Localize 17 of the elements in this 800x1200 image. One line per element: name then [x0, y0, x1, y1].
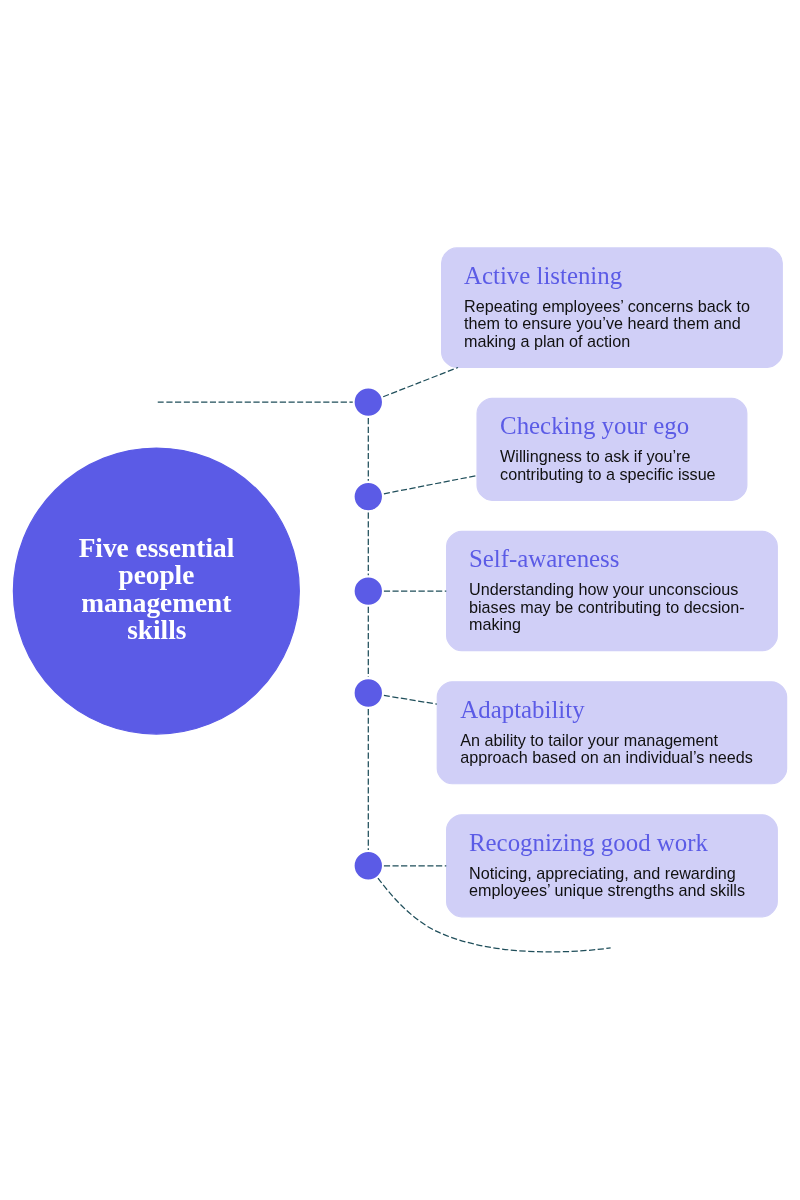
- connector: [367, 708, 369, 851]
- connector: [382, 366, 459, 398]
- node-box: Recognizing good work Noticing, appreciating, and rewarding employees’ unique strengths and skills: [446, 814, 778, 918]
- node-box: Active listening Repeating employees’ concerns back to them to ensure you’ve heard them and making a plan of action: [441, 247, 783, 368]
- connector: [367, 417, 369, 482]
- connector: [383, 865, 447, 867]
- node-box: Self-awareness Understanding how your unconscious biases may be contributing to decsion-making: [446, 530, 778, 652]
- connector: [377, 877, 612, 953]
- node-box: Checking your ego Willingness to ask if you’re contributing to a specific issue: [476, 397, 748, 501]
- connector: [367, 606, 369, 678]
- connector: [157, 401, 354, 403]
- connector: [367, 511, 369, 576]
- connector: [383, 694, 438, 705]
- node-box: Adaptability An ability to tailor your management approach based on an individual’s needs: [436, 681, 788, 785]
- node-circle: Five essential people management skills: [12, 447, 300, 735]
- connector: [383, 590, 447, 592]
- connector: [383, 475, 478, 495]
